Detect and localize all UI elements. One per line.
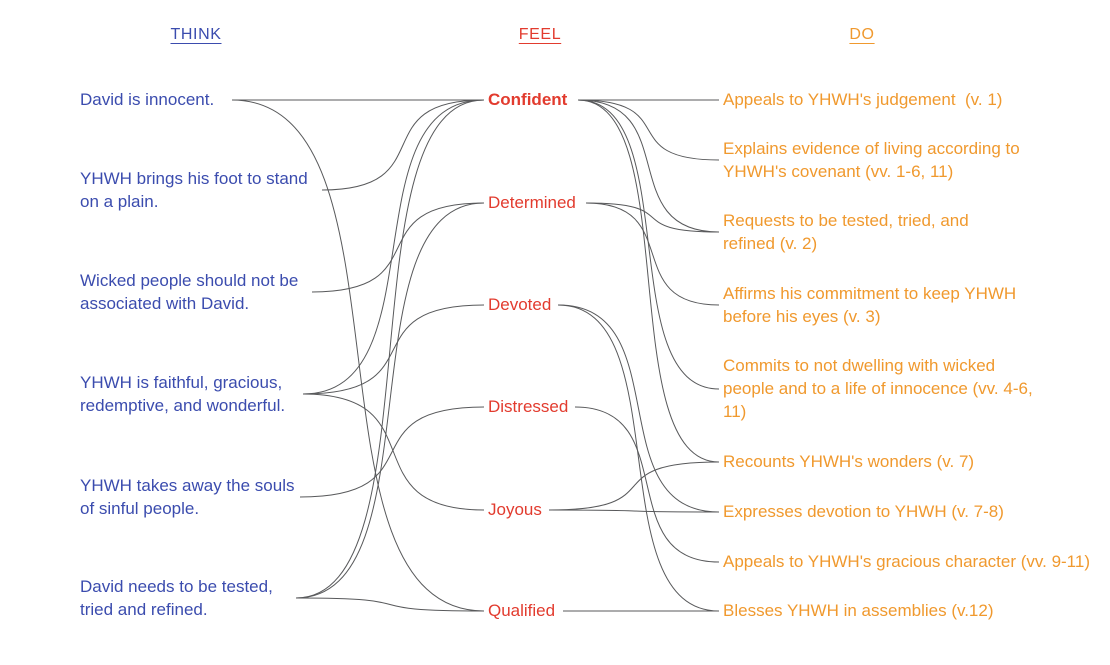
do-item-d3: Requests to be tested, tried, and refine… <box>723 211 969 253</box>
think-item-t2: YHWH brings his foot to stand on a plain… <box>80 169 308 211</box>
feel-item-determined: Determined <box>488 193 576 212</box>
edge-determined-d4 <box>585 202 720 306</box>
edge-t1-qualified <box>231 99 485 612</box>
feel-item-confident: Confident <box>488 90 568 109</box>
edge-determined-d3 <box>585 202 720 233</box>
think-item-t6: David needs to be tested, tried and refi… <box>80 577 273 619</box>
feel-item-distressed: Distressed <box>488 397 569 416</box>
edge-t6-determined <box>295 202 485 599</box>
think-column-header: THINK <box>170 26 222 43</box>
edge-t2-confident <box>321 99 485 191</box>
edge-t4-joyous <box>302 393 485 511</box>
edge-t4-devoted <box>302 304 485 395</box>
do-item-d1: Appeals to YHWH's judgement (v. 1) <box>723 90 1003 109</box>
feel-item-devoted: Devoted <box>488 295 552 314</box>
edge-joyous-d7 <box>548 509 720 513</box>
edge-t3-determined <box>311 202 485 293</box>
feel-column-header: FEEL <box>518 26 562 43</box>
edge-t6-qualified <box>295 597 485 612</box>
edge-confident-d3 <box>577 99 720 233</box>
think-item-t1: David is innocent. <box>80 90 215 109</box>
edge-confident-d6 <box>577 99 720 463</box>
edge-distressed-d8 <box>574 406 720 563</box>
edge-joyous-d6 <box>548 461 720 511</box>
do-item-d6: Recounts YHWH's wonders (v. 7) <box>723 452 975 471</box>
do-item-d7: Expresses devotion to YHWH (v. 7-8) <box>723 502 1004 521</box>
edge-devoted-d9 <box>557 304 720 612</box>
think-item-t3: Wicked people should not be associated w… <box>80 271 299 313</box>
feel-item-joyous: Joyous <box>488 500 542 519</box>
edge-confident-d2 <box>577 99 720 161</box>
feel-item-qualified: Qualified <box>488 601 556 620</box>
do-item-d9: Blesses YHWH in assemblies (v.12) <box>723 601 994 620</box>
do-item-d2: Explains evidence of living according to… <box>723 139 1020 181</box>
edge-devoted-d7 <box>557 304 720 513</box>
edge-t6-confident <box>295 99 485 599</box>
think-item-t4: YHWH is faithful, gracious, redemptive, … <box>80 373 286 415</box>
edge-confident-d5 <box>577 99 720 390</box>
do-item-d4: Affirms his commitment to keep YHWH befo… <box>723 284 1017 326</box>
do-item-d8: Appeals to YHWH's gracious character (vv… <box>723 552 1090 571</box>
do-column-header: DO <box>849 26 875 43</box>
edge-t5-distressed <box>299 406 485 498</box>
think-item-t5: YHWH takes away the souls of sinful peop… <box>80 476 295 518</box>
do-item-d5: Commits to not dwelling with wicked peop… <box>723 356 1033 421</box>
edge-t4-confident <box>302 99 485 395</box>
